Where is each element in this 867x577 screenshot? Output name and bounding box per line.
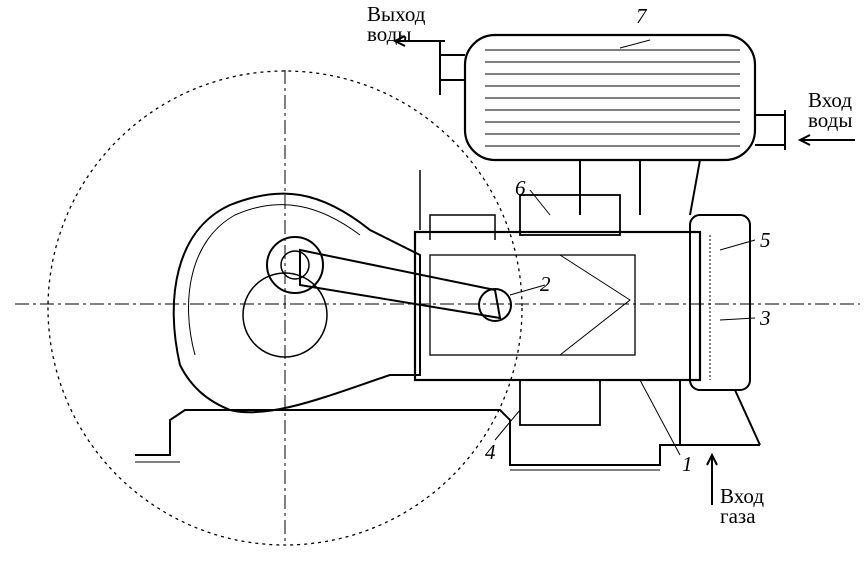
crankcase <box>172 192 421 414</box>
bottom-valve <box>519 379 601 426</box>
gas-in-arrow <box>706 452 718 505</box>
water-in-arrow <box>797 134 855 146</box>
flywheel-outline <box>47 70 523 546</box>
callout-2: 2 <box>540 272 551 296</box>
callout-1: 1 <box>682 452 693 476</box>
top-valve <box>519 194 621 236</box>
callout-4: 4 <box>485 440 496 464</box>
foundation <box>135 409 760 466</box>
callout-6: 6 <box>515 176 526 200</box>
callout-3: 3 <box>760 306 771 330</box>
cooler <box>463 33 757 162</box>
cylinder-head <box>689 214 751 391</box>
callout-5: 5 <box>760 228 771 252</box>
connecting-rod <box>299 248 502 320</box>
cylinder <box>413 230 702 382</box>
gas-inlet-housing <box>679 380 761 446</box>
callout-7: 7 <box>636 4 647 28</box>
pipe <box>419 170 496 240</box>
water-out-arrow <box>392 35 445 47</box>
cooler-support <box>579 159 701 216</box>
crank <box>266 236 324 294</box>
